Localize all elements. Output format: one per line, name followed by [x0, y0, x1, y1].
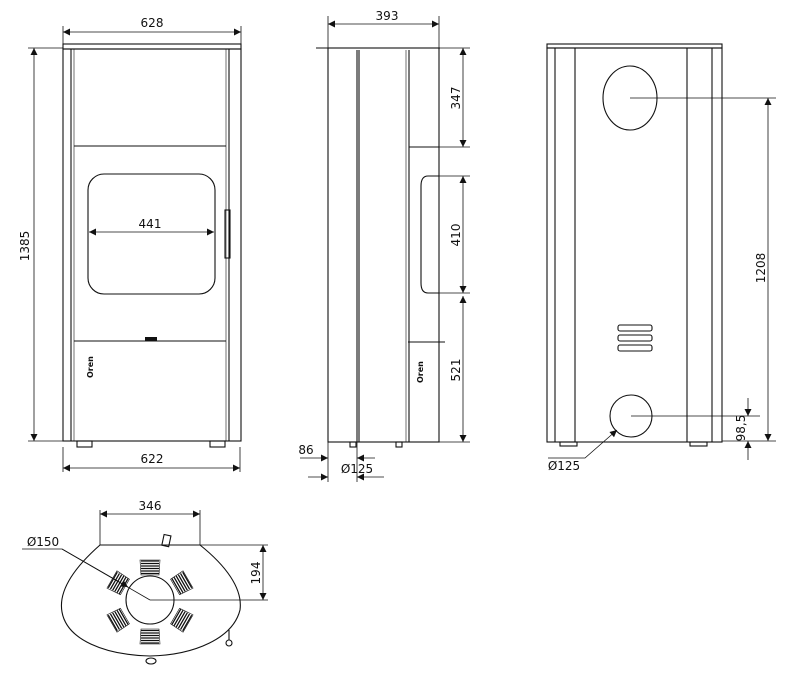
dimension-441: 441 — [139, 217, 162, 231]
brand-logo: Oren — [86, 356, 95, 378]
vent-slot — [617, 334, 653, 342]
dimension-1208: 1208 — [754, 253, 768, 284]
dimension-diameter-150: Ø150 — [27, 535, 59, 549]
rear-body — [546, 47, 723, 443]
dimension-628: 628 — [141, 16, 164, 30]
side-body — [327, 47, 440, 443]
air-spigot — [161, 533, 172, 548]
rear-view: 1208 98,5 Ø125 — [546, 43, 776, 473]
vent-slot — [617, 324, 653, 332]
side-view: Oren 393 347 410 521 86 Ø125 — [298, 9, 470, 482]
door-handle — [224, 209, 231, 259]
dimension-521: 521 — [449, 359, 463, 382]
dimension-98-5: 98,5 — [734, 415, 748, 442]
control-knob — [225, 639, 233, 647]
dimension-410: 410 — [449, 224, 463, 247]
dimension-393: 393 — [376, 9, 399, 23]
front-view: Oren 628 1385 441 622 — [18, 16, 242, 472]
door-window — [87, 173, 216, 295]
top-outline — [60, 544, 241, 657]
brand-logo: Oren — [416, 361, 425, 383]
dimension-86: 86 — [298, 443, 313, 457]
dimension-347: 347 — [449, 87, 463, 110]
front-body — [62, 48, 242, 442]
dimension-diameter-125-rear: Ø125 — [548, 459, 580, 473]
door-window-profile — [420, 175, 439, 294]
dimension-1385: 1385 — [18, 231, 32, 262]
foot — [76, 440, 93, 448]
dimension-622: 622 — [141, 452, 164, 466]
foot — [209, 440, 226, 448]
dimension-diameter-125: Ø125 — [341, 462, 373, 476]
vent-slot — [617, 344, 653, 352]
dimension-346: 346 — [139, 499, 162, 513]
dimension-194: 194 — [249, 562, 263, 585]
top-cover — [62, 43, 242, 50]
top-view: 346 194 Ø150 — [22, 499, 268, 665]
